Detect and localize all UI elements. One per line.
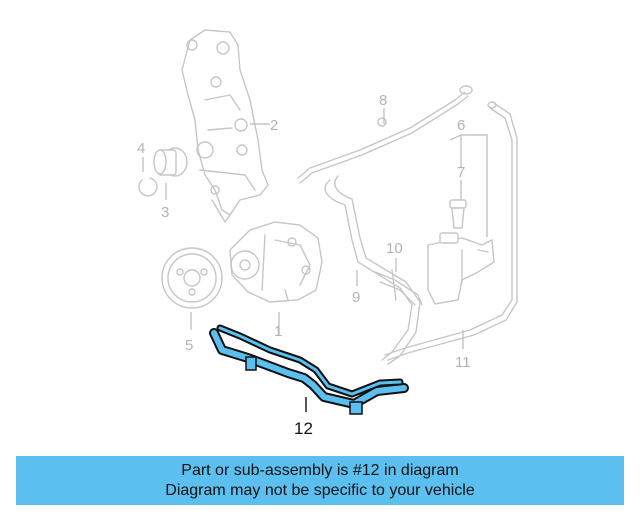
callout-8: 8 [379,92,387,109]
callout-12[interactable]: 12 [294,419,313,438]
callout-7: 7 [457,164,465,181]
leader-lines [142,108,488,412]
return-line-part [384,101,518,361]
callout-4: 4 [137,140,145,157]
callout-11: 11 [455,354,471,371]
callout-3: 3 [161,204,169,221]
steering-pump-part [229,221,323,303]
callout-6: 6 [457,117,465,134]
info-banner: Part or sub-assembly is #12 in diagram D… [16,456,624,505]
callout-1: 1 [274,323,282,340]
cooler-line-part [297,85,473,184]
callout-5: 5 [185,337,193,354]
callout-2: 2 [270,117,278,134]
mounting-bracket-part [181,29,269,223]
reservoir-part [427,232,495,305]
hose-bracket-part [374,269,423,306]
hose-part [324,175,421,365]
callout-10: 10 [386,240,403,257]
banner-line-2: Diagram may not be specific to your vehi… [165,481,475,499]
snap-ring-part [138,177,158,197]
banner-line-1: Part or sub-assembly is #12 in diagram [181,461,459,479]
callout-9: 9 [352,289,360,306]
reservoir-cap-part [449,199,467,229]
bushing-part [153,147,188,177]
pressure-line-part-highlighted[interactable] [209,324,409,415]
pulley-part [161,247,223,309]
parts-diagram: 1 2 3 4 5 6 7 8 9 10 11 12 [137,29,518,438]
